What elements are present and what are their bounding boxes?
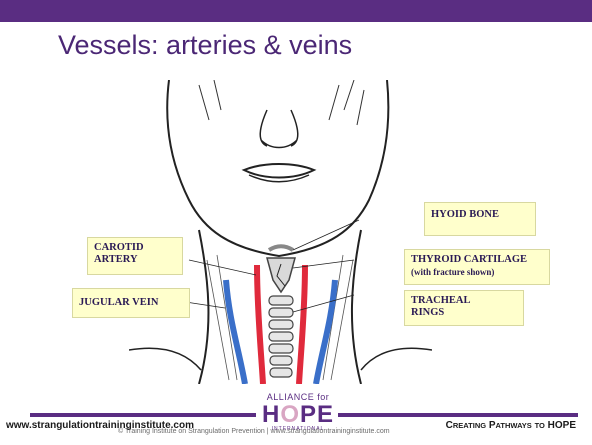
- label-thyroid-cartilage: THYROID CARTILAGE (with fracture shown): [404, 249, 550, 285]
- tagline-reating: REATING: [453, 421, 486, 430]
- label-tracheal-line2: RINGS: [411, 307, 517, 319]
- label-hyoid-bone: HYOID BONE: [424, 202, 536, 236]
- logo-hope-text: HOPE: [250, 401, 346, 429]
- tagline-to: TO: [535, 421, 545, 430]
- tagline-athways: ATHWAYS: [496, 421, 532, 430]
- footer-copyright: © Training Institute on Strangulation Pr…: [118, 428, 390, 435]
- tagline-hope: HOPE: [548, 420, 576, 431]
- label-jugular-text: JUGULAR VEIN: [79, 297, 158, 308]
- footer-divider-left: [30, 413, 256, 417]
- tagline-c: C: [446, 420, 453, 431]
- footer-divider-right: [338, 413, 578, 417]
- logo-hope-o: O: [280, 401, 300, 428]
- top-accent-bar: [0, 0, 592, 22]
- label-carotid-line1: CAROTID: [94, 242, 176, 254]
- label-carotid-line2: ARTERY: [94, 254, 176, 266]
- label-thyroid-line1: THYROID CARTILAGE: [411, 254, 543, 266]
- label-thyroid-line2: (with fracture shown): [411, 266, 543, 278]
- neck-anatomy-illustration: [129, 80, 432, 384]
- label-hyoid-text: HYOID BONE: [431, 209, 499, 220]
- logo-hope-h: H: [262, 401, 280, 428]
- label-jugular-vein: JUGULAR VEIN: [72, 288, 190, 318]
- slide-title: Vessels: arteries & veins: [58, 30, 352, 61]
- label-tracheal-rings: TRACHEAL RINGS: [404, 290, 524, 326]
- label-tracheal-line1: TRACHEAL: [411, 295, 517, 307]
- tagline-p: P: [489, 420, 496, 431]
- label-carotid-artery: CAROTID ARTERY: [87, 237, 183, 275]
- logo-hope-pe: PE: [300, 401, 334, 428]
- footer-tagline: CREATING PATHWAYS TO HOPE: [446, 420, 576, 431]
